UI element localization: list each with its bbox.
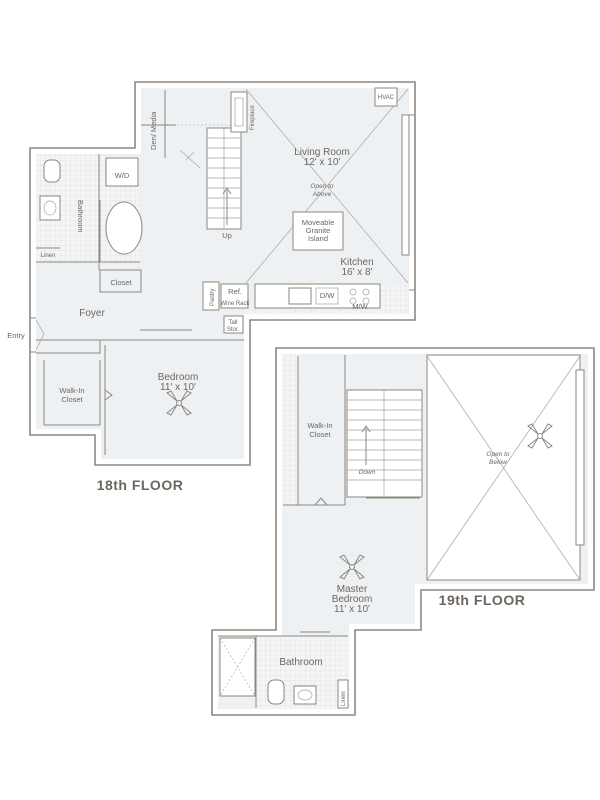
master-bedroom-dims: 11' x 10' (334, 604, 370, 615)
refrigerator (220, 283, 249, 309)
moveable-granite-island (292, 211, 344, 251)
hvac-unit (374, 87, 398, 107)
walk-in-closet-lower-2: Closet (61, 395, 83, 404)
sink-upper (293, 685, 317, 705)
toilet-lower (43, 159, 61, 183)
foyer-label: Foyer (79, 308, 105, 319)
closet-label: Closet (110, 278, 132, 287)
den-media-label: Den/ Media (149, 111, 158, 150)
kitchen-label: Kitchen (340, 257, 373, 268)
fireplace-label: Fireplace (250, 105, 256, 130)
sink (288, 287, 312, 305)
living-room-dims: 12' x 10' (304, 157, 341, 168)
mw-label: M/W (352, 302, 368, 311)
lower-floor: Living Room 12' x 10' Open to Above Move… (7, 81, 416, 466)
master-bedroom-label-2: Bedroom (332, 594, 373, 605)
living-room-label: Living Room (294, 147, 350, 158)
walk-in-closet-upper-1: Walk-In (307, 421, 332, 430)
dw-label: D/W (320, 291, 336, 300)
hvac-label: HVAC (378, 95, 395, 101)
toilet-upper (267, 679, 285, 705)
bathroom-lower-label: Bathroom (76, 200, 85, 233)
bedroom-dims: 11' x 10' (160, 382, 196, 393)
open-to-below-1: Open to (486, 451, 510, 458)
tall-stor-label-2: Stor. (227, 327, 240, 333)
wine-rack-label: Wine Rack (220, 301, 250, 307)
master-bedroom-label-1: Master (337, 584, 368, 595)
open-to-above-line2: Above (312, 191, 332, 198)
ceiling-fan-master (339, 554, 365, 580)
lower-floor-label: 18th FLOOR (97, 477, 184, 493)
sink-lower (39, 195, 61, 221)
entry-label: Entry (7, 331, 25, 340)
island-label-1: Moveable (302, 218, 335, 227)
pantry (202, 281, 220, 311)
upper-floor-label: 19th FLOOR (439, 592, 526, 608)
ref-label: Ref. (228, 287, 242, 296)
island-label-2: Granite (306, 226, 331, 235)
open-to-below-2: Below (489, 459, 508, 466)
pantry-label: Pantry (210, 289, 216, 306)
tall-storage (223, 315, 244, 334)
bathtub (105, 201, 143, 255)
tall-stor-label-1: Tall (228, 320, 237, 326)
island-label-3: Island (308, 234, 328, 243)
open-to-above-line1: Open to (310, 183, 334, 190)
walk-in-closet-lower-1: Walk-In (59, 386, 84, 395)
upper-stair (346, 389, 423, 498)
wd-label: W/D (115, 171, 130, 180)
bedroom-label: Bedroom (158, 372, 199, 383)
down-label: Down (359, 469, 376, 476)
linen-upper-label: Linen (341, 691, 347, 706)
bathroom-upper-label: Bathroom (279, 657, 322, 668)
walk-in-closet-upper-2: Closet (309, 430, 331, 439)
washer-dryer (105, 157, 139, 187)
upper-floor: Walk-In Closet Down Open to Below Master… (211, 347, 595, 716)
kitchen-dims: 16' x 8' (341, 267, 372, 278)
ceiling-fan-upper-open (527, 423, 553, 449)
ceiling-fan-lower (166, 390, 192, 416)
up-label: Up (222, 231, 232, 240)
linen-lower-label: Linen (41, 253, 56, 259)
